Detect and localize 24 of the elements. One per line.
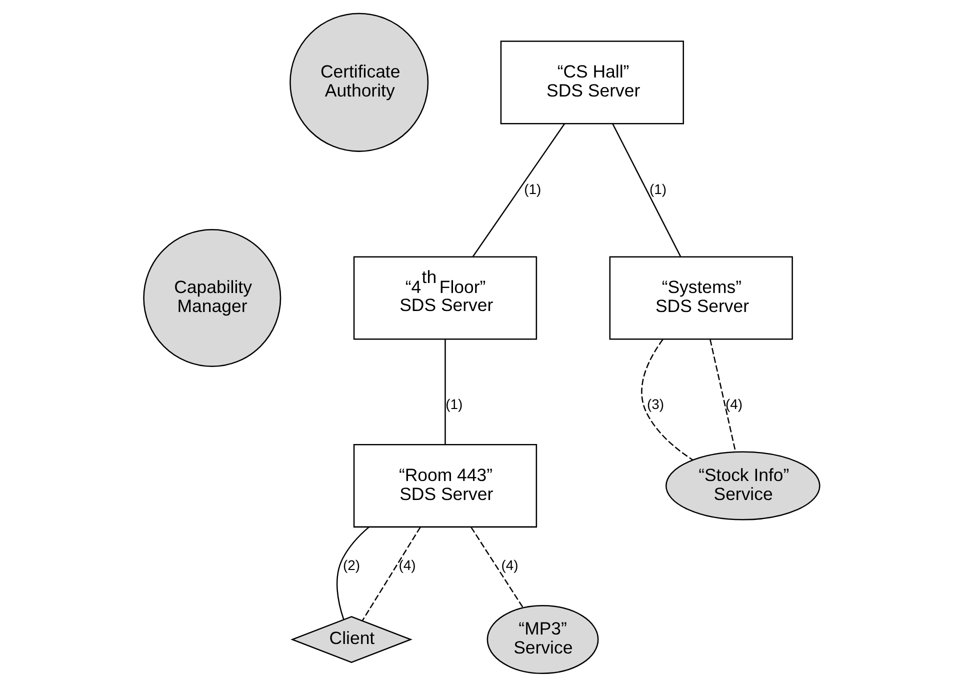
node-ellipse: “MP3” Service xyxy=(486,605,599,674)
connector xyxy=(612,123,682,257)
node-circle: Certificate Authority xyxy=(290,12,429,152)
connector xyxy=(641,339,694,460)
node-box: “CS Hall” SDS Server xyxy=(500,40,684,124)
connector xyxy=(470,526,524,608)
edge-label: (4) xyxy=(398,556,416,573)
connector xyxy=(710,339,736,452)
node-box: “Systems” SDS Server xyxy=(609,256,793,340)
node-box: “Room 443” SDS Server xyxy=(353,444,538,528)
edge-label: (3) xyxy=(646,396,664,412)
node-ellipse: “Stock Info” Service xyxy=(665,451,820,520)
edge-label: (1) xyxy=(446,396,463,412)
connector xyxy=(472,123,566,257)
edge-label: (1) xyxy=(650,181,667,198)
edge-label: (2) xyxy=(342,556,360,573)
node-diamond: Client xyxy=(290,616,412,663)
edge-label: (4) xyxy=(726,396,743,412)
connector xyxy=(336,526,370,620)
edge-label: (4) xyxy=(501,556,518,573)
connector xyxy=(362,526,421,622)
node-circle: Capability Manager xyxy=(143,228,282,367)
edge-label: (1) xyxy=(524,181,542,198)
connector xyxy=(444,339,446,444)
